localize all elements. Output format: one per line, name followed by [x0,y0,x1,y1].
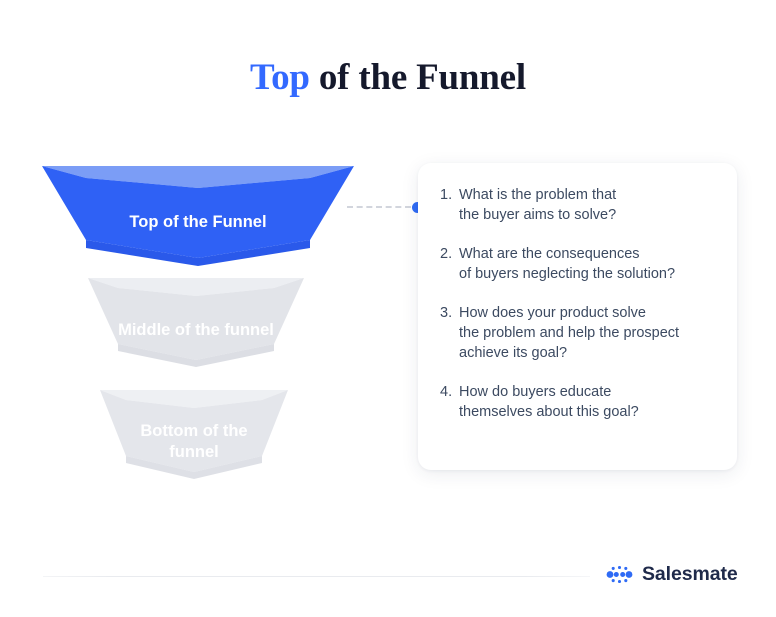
funnel-stage-top-shape [42,166,354,266]
funnel-stage-middle[interactable]: Middle of the funnel [88,278,304,374]
brand-logo: Salesmate [606,563,738,586]
footer-divider [43,576,590,577]
page-title: Top of the Funnel [0,56,776,99]
funnel-stage-bottom[interactable]: Bottom of the funnel [100,390,288,486]
funnel-stage-top[interactable]: Top of the Funnel [42,166,354,270]
page-title-accent: Top [250,57,310,98]
questions-list: 1. What is the problem that the buyer ai… [440,185,723,422]
stage-top-face [100,390,288,408]
list-item: 4. How do buyers educate themselves abou… [440,382,723,422]
list-item: 3. How does your product solve the probl… [440,303,723,363]
question-text: How does your product solve the problem … [459,305,680,361]
questions-card: 1. What is the problem that the buyer ai… [418,163,737,470]
stage-top-face [88,278,304,296]
question-number: 4. [440,384,453,400]
funnel-stage-bottom-shape [100,390,288,479]
stage-body [100,390,288,472]
question-number: 1. [440,187,453,203]
question-text: How do buyers educate themselves about t… [459,384,639,420]
question-number: 3. [440,305,453,321]
stage-bottom-edge [86,240,310,266]
funnel-diagram: Top of the Funnel Middle of the funnel B… [0,150,400,500]
list-item: 1. What is the problem that the buyer ai… [440,185,723,225]
stage-body [42,166,354,258]
stage-bottom-edge [118,344,274,367]
stage-body [88,278,304,360]
list-item: 2. What are the consequences of buyers n… [440,244,723,284]
funnel-stage-middle-shape [88,278,304,367]
brand-name: Salesmate [642,563,738,585]
connector-line [347,206,411,211]
question-text: What are the consequences of buyers negl… [459,246,676,282]
salesmate-logo-icon [606,565,633,584]
stage-bottom-edge [126,456,262,479]
question-text: What is the problem that the buyer aims … [459,187,617,223]
connector-dot [412,202,423,213]
question-number: 2. [440,246,453,262]
page-title-rest: of the Funnel [309,57,526,98]
stage-top-face [42,166,354,188]
